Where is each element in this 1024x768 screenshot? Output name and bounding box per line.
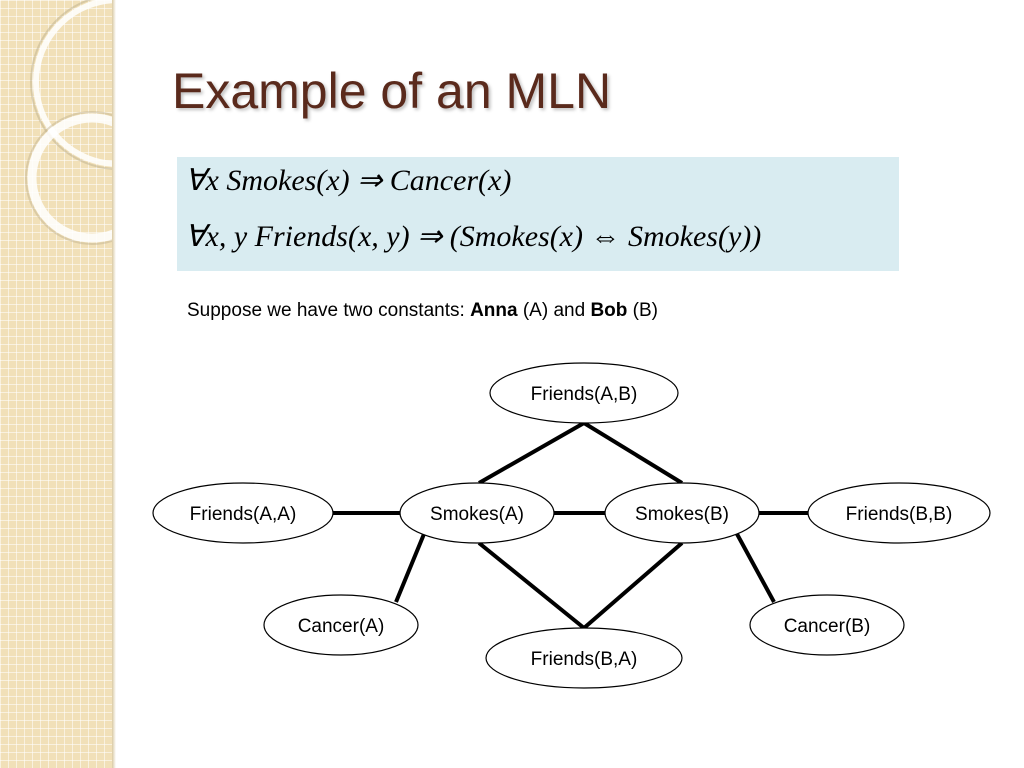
node-label-smokes-a: Smokes(A) [430,504,524,525]
node-ellipse-friends-aa [152,482,334,544]
constant-bob: Bob [590,300,628,321]
node-ellipse-smokes-b [604,482,760,544]
constant-bob-abbr: (B) [627,300,658,321]
decorative-ring-lower [27,113,112,243]
node-friends-ba: Friends(B,A) [485,627,683,689]
constant-anna: Anna [470,300,518,321]
edge-smokes-a-cancer-a [394,533,426,603]
node-ellipse-friends-ab [489,362,679,424]
slide-title: Example of an MLN [172,63,612,119]
constants-statement: Suppose we have two constants: Anna (A) … [187,300,658,322]
node-smokes-a: Smokes(A) [399,482,555,544]
node-label-friends-ab: Friends(A,B) [531,384,638,405]
node-friends-aa: Friends(A,A) [152,482,334,544]
node-friends-ab: Friends(A,B) [489,362,679,424]
node-smokes-b: Smokes(B) [604,482,760,544]
node-label-friends-aa: Friends(A,A) [190,504,297,525]
node-label-friends-ba: Friends(B,A) [531,649,638,670]
node-ellipse-cancer-b [749,594,905,656]
decorative-sidebar [0,0,112,768]
edge-smokes-a-friends-ab [478,421,585,485]
network-nodes: Friends(A,B) Friends(A,A) Smokes(A) Smokes(… [152,362,991,689]
edge-smokes-b-cancer-b [735,533,776,603]
node-ellipse-friends-ba [485,627,683,689]
edge-smokes-a-friends-ba [477,541,586,630]
node-ellipse-friends-bb [807,482,991,544]
formula-smokes-cancer: ∀x Smokes(x) ⇒ Cancer(x) [185,164,512,197]
node-label-cancer-a: Cancer(A) [298,616,385,637]
node-ellipse-smokes-a [399,482,555,544]
sidebar-edge [112,0,116,768]
node-label-smokes-b: Smokes(B) [635,504,729,525]
constants-prefix: Suppose we have two constants: [187,300,471,321]
decorative-rings [25,0,112,245]
node-friends-bb: Friends(B,B) [807,482,991,544]
node-cancer-b: Cancer(B) [749,594,905,656]
decorative-ring-upper [33,0,112,167]
network-edges [333,421,808,630]
formula-friends-smokes: ∀x, y Friends(x, y) ⇒ (Smokes(x) ⇔ Smoke… [185,220,762,253]
node-label-cancer-b: Cancer(B) [784,616,871,637]
constant-anna-abbr: (A) and [517,300,591,321]
edge-smokes-b-friends-ba [582,541,684,630]
node-label-friends-bb: Friends(B,B) [846,504,953,525]
node-ellipse-cancer-a [263,594,419,656]
edge-smokes-b-friends-ab [582,421,684,485]
formula-box: ∀x Smokes(x) ⇒ Cancer(x) ∀x, y Friends(x… [177,157,899,271]
node-cancer-a: Cancer(A) [263,594,419,656]
